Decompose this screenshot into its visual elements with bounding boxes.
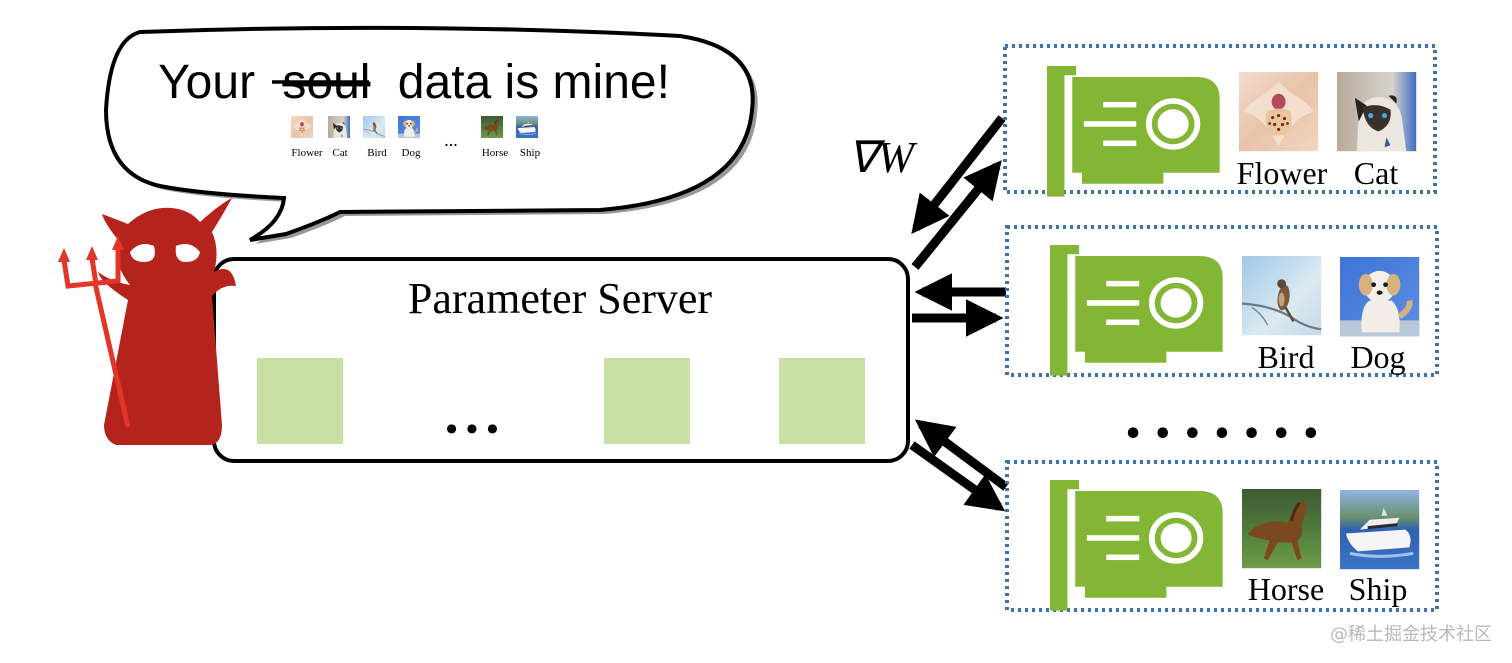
headline-suffix: data is mine!	[398, 56, 670, 109]
parameter-block-3	[779, 358, 865, 444]
communication-arrows	[909, 115, 1009, 512]
speech-thumbnails: Flower Cat Bird Dog Horse Ship ...	[291, 115, 541, 159]
devil-right-eye	[175, 244, 200, 262]
worker-2-image-bird	[1240, 254, 1323, 337]
worker-2: Bird Dog	[1005, 225, 1439, 377]
thumb-horse	[480, 115, 504, 139]
thumb-flower	[291, 116, 313, 138]
worker-3-border	[1005, 460, 1439, 612]
parameter-server: Parameter Server • • •	[212, 257, 910, 463]
worker-3-label-ship: Ship	[1349, 571, 1408, 607]
speech-bubble-outline	[103, 25, 755, 242]
gpu-card-icon	[1047, 66, 1220, 197]
thumb-cat	[328, 116, 350, 138]
trident-icon	[61, 248, 131, 428]
devil-body	[98, 198, 236, 445]
worker-1: Flower Cat	[1003, 44, 1437, 197]
thumb-label-horse: Horse	[482, 147, 508, 159]
parameter-block-2	[604, 358, 690, 444]
thumb-bird	[362, 115, 386, 139]
worker-1-label-flower: Flower	[1237, 155, 1328, 191]
headline-prefix: Your	[158, 56, 255, 109]
parameter-block-1	[257, 358, 343, 444]
parameter-blocks-ellipsis: • • •	[446, 411, 499, 448]
watermark: @稀土掘金技术社区	[1330, 624, 1492, 645]
devil-with-trident-icon	[58, 198, 236, 445]
worker-3: Horse Ship	[1005, 460, 1439, 612]
worker-2-label-dog: Dog	[1350, 339, 1405, 375]
arrow-server-to-worker3	[909, 441, 1006, 512]
worker-1-image-cat	[1337, 72, 1417, 152]
worker-1-label-cat: Cat	[1354, 155, 1399, 191]
worker-3-image-horse	[1240, 487, 1323, 570]
arrow-server-to-worker1	[911, 160, 1002, 270]
thumb-label-dog: Dog	[402, 147, 421, 159]
worker-2-border	[1005, 225, 1439, 377]
worker-1-border	[1003, 44, 1437, 194]
worker-3-label-horse: Horse	[1248, 571, 1324, 607]
worker-2-image-dog	[1340, 257, 1419, 336]
worker-3-image-ship	[1338, 488, 1421, 571]
thumb-label-ship: Ship	[520, 147, 541, 159]
devil-left-eye	[130, 244, 155, 262]
thumb-label-cat: Cat	[332, 147, 347, 159]
speech-bubble-headline: Your soul data is mine!	[158, 56, 670, 109]
parameter-server-title: Parameter Server	[408, 274, 713, 323]
gpu-card-icon	[1050, 245, 1223, 376]
gpu-card-icon	[1050, 480, 1223, 611]
gradient-label: ∇W	[848, 133, 917, 182]
more-workers-ellipsis: • • • • • • •	[1124, 417, 1321, 452]
worker-2-label-bird: Bird	[1258, 339, 1315, 375]
speech-bubble: Your soul data is mine! Flower Cat Bird …	[103, 25, 758, 245]
thumb-ship	[515, 115, 539, 139]
arrow-worker1-to-server	[911, 115, 1006, 234]
thumb-label-bird: Bird	[367, 147, 387, 159]
thumb-dog	[397, 115, 421, 139]
thumb-label-flower: Flower	[291, 147, 323, 159]
thumb-ellipsis: ...	[444, 130, 458, 150]
worker-1-image-flower	[1239, 72, 1319, 152]
